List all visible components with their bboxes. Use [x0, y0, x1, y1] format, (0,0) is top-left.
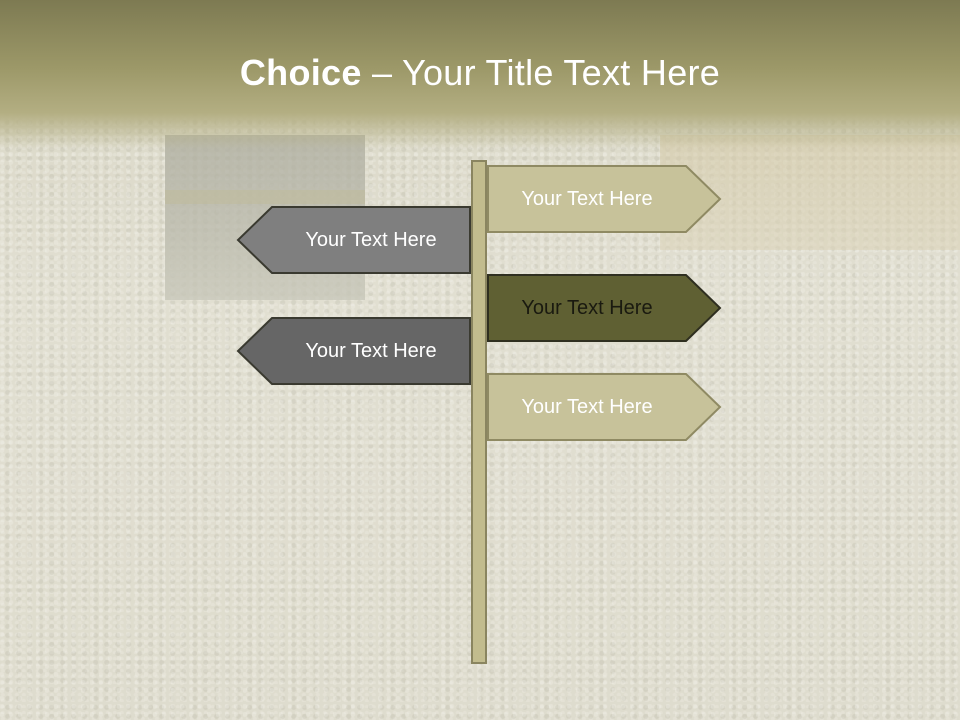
sign-2-label: Your Text Here: [305, 229, 437, 251]
background-kaaba-band: [165, 190, 365, 204]
sign-3-shape: [487, 274, 722, 342]
sign-2[interactable]: Your Text Here: [236, 206, 471, 274]
slide-title[interactable]: Choice – Your Title Text Here: [0, 52, 960, 94]
sign-3[interactable]: Your Text Here: [487, 274, 722, 342]
sign-3-label: Your Text Here: [521, 297, 653, 319]
sign-5[interactable]: Your Text Here: [487, 373, 722, 441]
sign-3-arrow: [487, 274, 722, 342]
signpost-pole: [471, 160, 487, 664]
sign-4[interactable]: Your Text Here: [236, 317, 471, 385]
sign-5-shape: [487, 373, 722, 441]
sign-4-arrow: [236, 317, 471, 385]
title-band: [0, 0, 960, 150]
sign-1-label: Your Text Here: [521, 188, 653, 210]
slide-title-bold: Choice: [239, 52, 362, 93]
sign-1-arrow: [487, 165, 722, 233]
sign-1[interactable]: Your Text Here: [487, 165, 722, 233]
sign-1-shape: [487, 165, 722, 233]
slide-title-rest: – Your Title Text Here: [361, 52, 721, 93]
sign-2-arrow: [236, 206, 471, 274]
sign-5-label: Your Text Here: [521, 396, 653, 418]
sign-5-arrow: [487, 373, 722, 441]
sign-4-shape: [236, 317, 471, 385]
sign-4-label: Your Text Here: [305, 340, 437, 362]
sign-2-shape: [236, 206, 471, 274]
